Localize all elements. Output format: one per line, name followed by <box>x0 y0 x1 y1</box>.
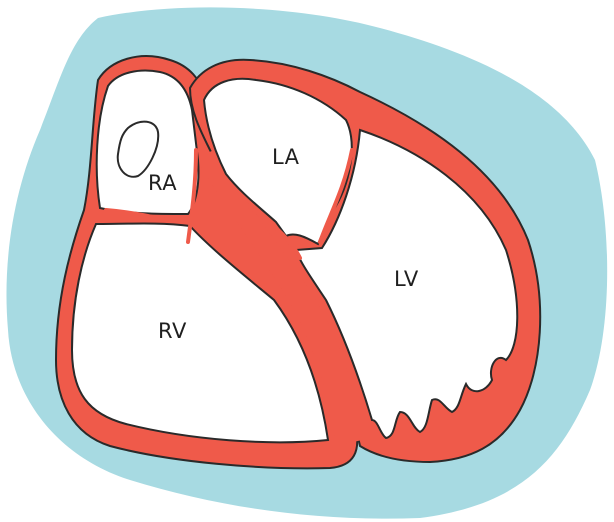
mitral-leaflet-posterior <box>318 148 354 244</box>
label-rv: RV <box>158 319 187 343</box>
interventricular-septum <box>196 150 362 446</box>
left-ventricle-cavity <box>294 128 519 440</box>
label-ra: RA <box>148 171 177 195</box>
tricuspid-leaflet <box>104 208 168 222</box>
label-la: LA <box>272 145 300 169</box>
vena-cava-opening <box>116 120 160 178</box>
atrial-septum-line <box>186 148 198 244</box>
right-ventricle-cavity <box>70 222 330 444</box>
mitral-leaflet-anterior <box>238 198 302 260</box>
label-lv: LV <box>394 267 419 291</box>
